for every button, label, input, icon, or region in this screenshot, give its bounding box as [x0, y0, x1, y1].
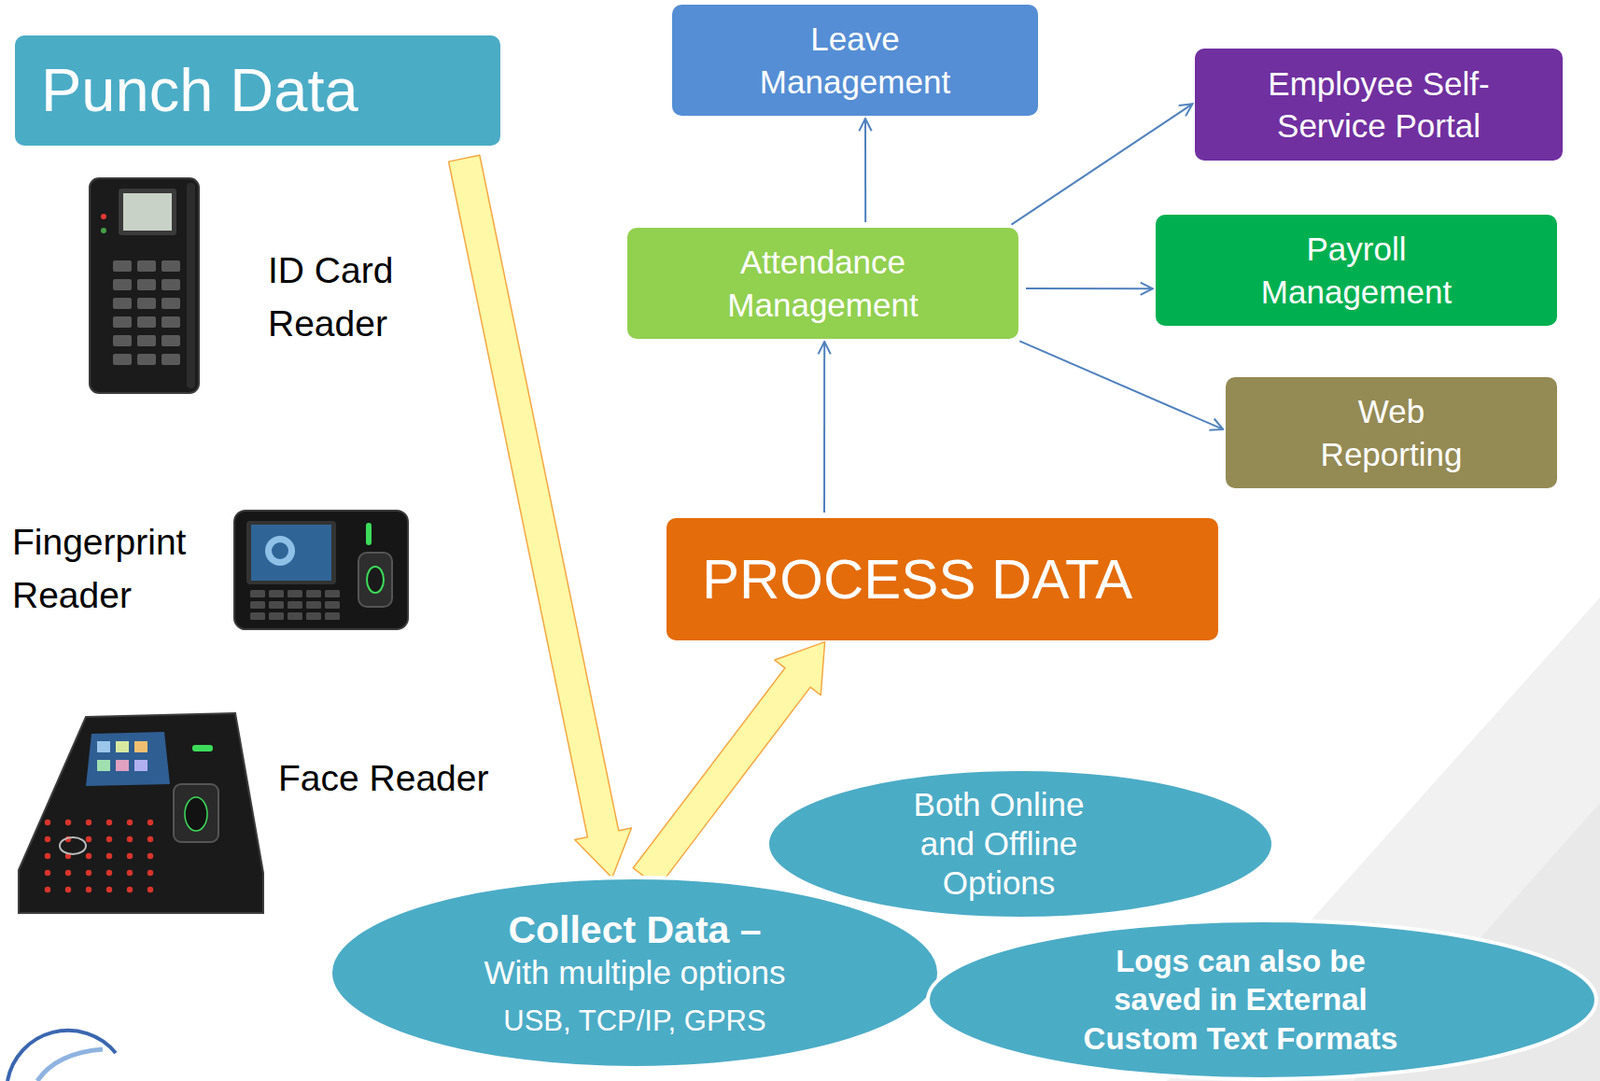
screen-icon — [97, 741, 111, 753]
node-title: Collect Data – — [507, 907, 761, 954]
process-box: Employee Self-Service Portal — [1194, 48, 1563, 161]
node-title: Payroll Management — [1235, 227, 1478, 313]
connector-arrow — [864, 118, 867, 223]
node-text: USB, TCP/IP, GPRS — [503, 1003, 766, 1039]
callout-ellipse: Logs can also be saved in External Custo… — [926, 918, 1599, 1081]
fingerprint-sensor — [358, 552, 393, 607]
face-reader-logo — [59, 837, 86, 855]
connector-arrow — [1019, 340, 1223, 430]
status-light — [365, 522, 372, 546]
status-led — [100, 213, 107, 220]
node-title: Punch Data — [41, 51, 359, 131]
logo-swoosh — [37, 1049, 103, 1081]
connector-arrow — [823, 341, 826, 513]
screen-frame — [118, 188, 177, 236]
screen-icon — [271, 542, 289, 560]
device-label: Face Reader — [278, 752, 489, 806]
connector-arrow — [1010, 103, 1193, 225]
fingerprint-reader-body — [234, 510, 408, 630]
screen-icon — [265, 535, 295, 566]
node-title: Attendance Management — [701, 240, 945, 326]
card-reader-side — [186, 182, 196, 389]
status-led — [100, 227, 107, 234]
connector-arrow — [1025, 287, 1153, 290]
face-reader-body — [18, 713, 264, 913]
node-title: PROCESS DATA — [701, 543, 1133, 617]
fingerprint-reader-screen — [251, 524, 332, 581]
card-reader-body — [89, 178, 199, 393]
status-light — [192, 744, 213, 752]
fingerprint-sensor — [173, 784, 219, 843]
infrared-array — [37, 814, 161, 899]
callout-ellipse: Collect Data –With multiple optionsUSB, … — [328, 875, 941, 1070]
node-title: Both Online and Offline Options — [896, 785, 1102, 903]
card-reader-keypad — [110, 256, 183, 369]
screen-icon — [134, 759, 148, 772]
screen-frame — [246, 520, 337, 585]
device-label: ID Card Reader — [267, 244, 436, 351]
screen-icon — [115, 759, 129, 772]
screen-icon — [97, 759, 111, 772]
card-reader-screen — [123, 193, 172, 231]
screen-icon — [115, 741, 129, 753]
callout-ellipse: Both Online and Offline Options — [765, 767, 1276, 921]
process-box: PROCESS DATA — [666, 518, 1219, 641]
node-title: Employee Self-Service Portal — [1248, 62, 1510, 148]
ellipse-shape — [330, 877, 940, 1068]
node-title: Web Reporting — [1303, 390, 1481, 476]
node-title: Leave Management — [733, 17, 977, 103]
face-reader-screen — [85, 731, 170, 786]
process-box: Punch Data — [14, 35, 501, 146]
ellipse-shape — [927, 920, 1597, 1080]
fingerprint-window — [184, 797, 208, 831]
ellipse-shape — [767, 769, 1274, 919]
node-title: Logs can also be saved in External Custo… — [1077, 941, 1404, 1058]
process-box: Attendance Management — [627, 227, 1019, 339]
screen-icon — [134, 741, 148, 753]
connectors — [449, 103, 1224, 887]
fingerprint-reader-keypad — [248, 588, 342, 622]
logo-arc — [7, 1030, 116, 1081]
device-label: Fingerprint Reader — [12, 516, 209, 622]
process-box: Leave Management — [672, 4, 1039, 116]
process-box: Web Reporting — [1225, 377, 1558, 489]
process-box: Payroll Management — [1155, 214, 1558, 326]
node-text: With multiple options — [484, 953, 786, 993]
fingerprint-window — [366, 566, 384, 593]
